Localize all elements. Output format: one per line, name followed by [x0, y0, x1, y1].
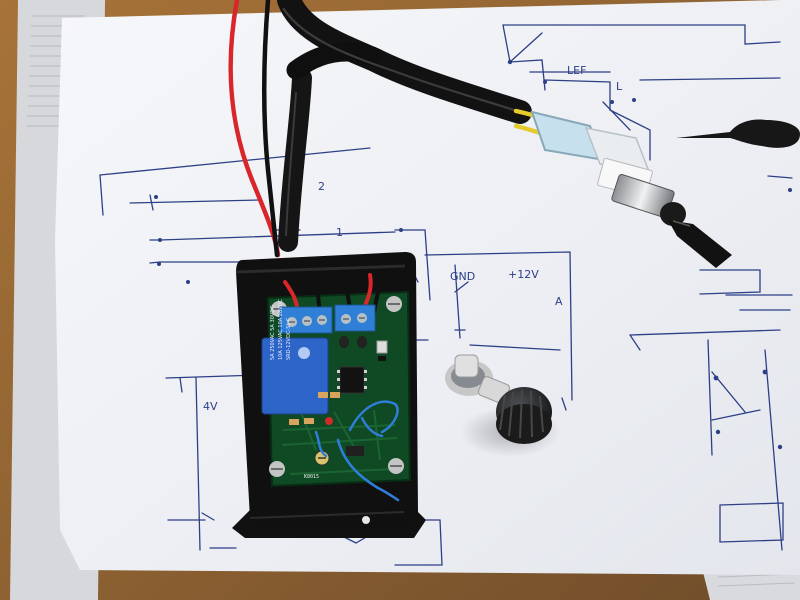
relay-text-line2: 10A 125VAC 10A 28VDC	[278, 299, 284, 360]
label-gnd: GND	[450, 270, 475, 283]
label-2: 2	[318, 180, 325, 193]
potentiometer-assembly	[445, 354, 560, 457]
label-lef: LEF	[567, 64, 586, 77]
schematic-dots	[154, 59, 792, 450]
label-4v: 4V	[203, 400, 218, 413]
wire-harness	[228, 0, 595, 258]
relay-text-line1: 5A 250VAC 5A 30VDC	[270, 305, 276, 360]
relay-component: 5A 250VAC 5A 30VDC 10A 125VAC 10A 28VDC …	[261, 299, 329, 415]
pcb-screws	[269, 296, 404, 477]
relay-text-line3: SRD-12VDC-SL-C	[286, 317, 292, 360]
label-1: 1	[336, 226, 343, 239]
label-a: A	[555, 295, 563, 308]
terminal-blocks	[279, 304, 376, 334]
toggle-switch-assembly	[530, 110, 732, 268]
label-l: L	[616, 80, 623, 93]
blue-wires	[314, 400, 400, 502]
label-plus12v: +12V	[508, 268, 539, 281]
relay-pcb: 5A 250VAC 5A 30VDC 10A 125VAC 10A 28VDC …	[261, 272, 412, 502]
small-components	[289, 336, 388, 466]
pcb-silkscreen-label: K8015	[304, 474, 319, 480]
ink-blot	[676, 119, 800, 148]
schematic-text: GND +12V A 2 1 L LEF 4V	[203, 64, 623, 413]
